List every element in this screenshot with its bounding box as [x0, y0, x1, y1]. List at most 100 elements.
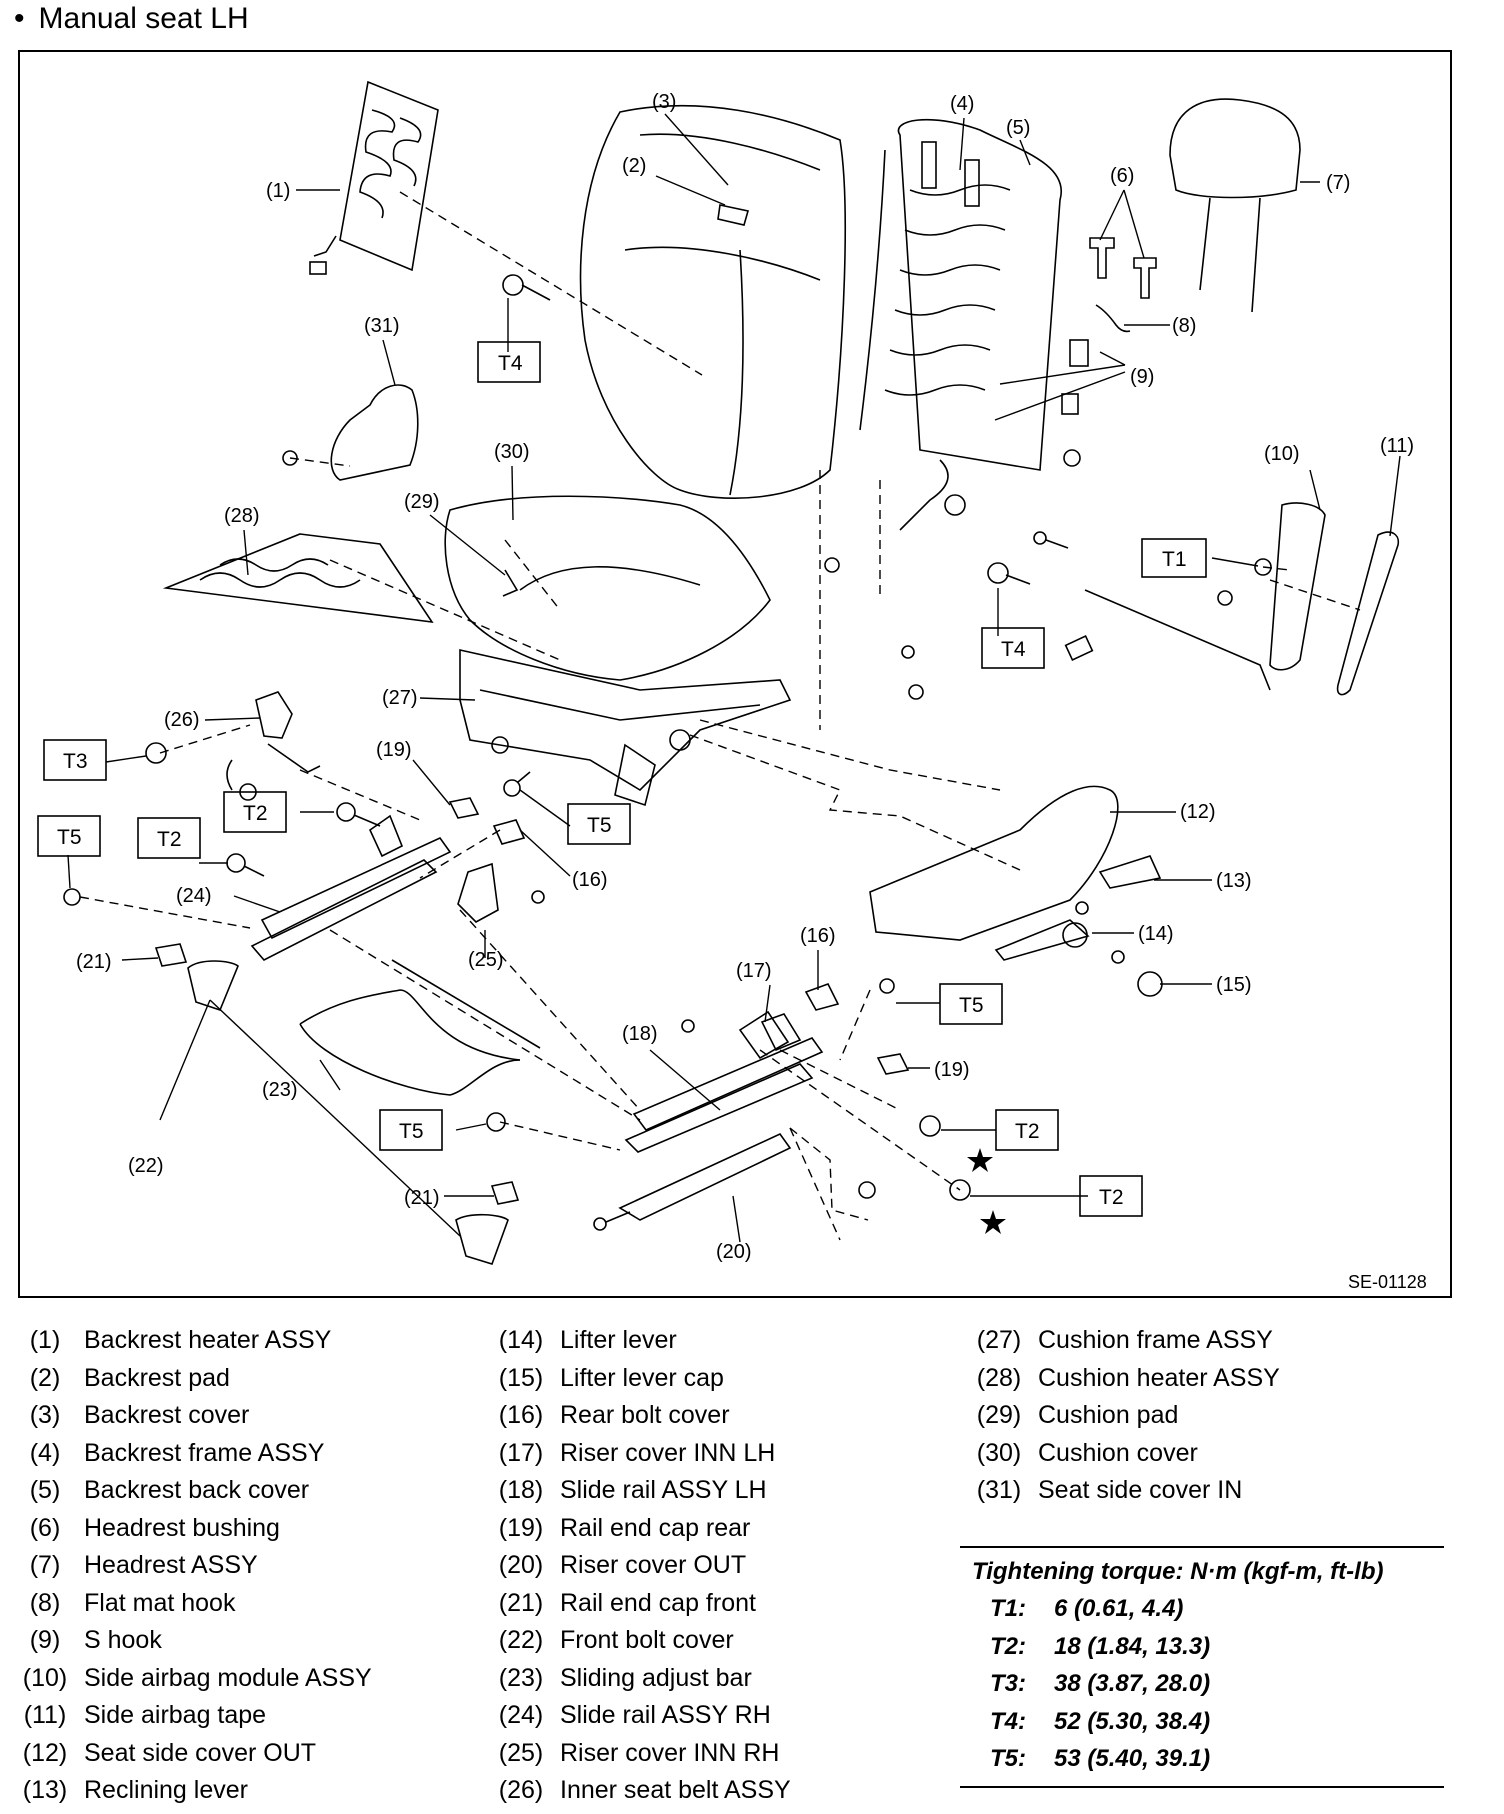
legend-name: Slide rail ASSY RH: [560, 1701, 771, 1729]
torque-row: T2:18 (1.84, 13.3): [960, 1628, 1444, 1666]
callout-29: (29): [404, 491, 440, 513]
legend-name: Rear bolt cover: [560, 1401, 730, 1429]
legend-num: (17): [498, 1438, 544, 1467]
torque-heading: Tightening torque: N·m (kgf-m, ft-lb): [972, 1558, 1384, 1585]
callout-19b: (19): [934, 1059, 970, 1081]
side-airbag-module: [1269, 502, 1326, 671]
torque-box-t2a: T2: [243, 802, 268, 825]
legend-num: (26): [498, 1776, 544, 1804]
airbag-connector: [1064, 635, 1094, 661]
torque-box-t5d: T5: [399, 1120, 424, 1143]
legend-name: Seat side cover OUT: [84, 1738, 317, 1767]
riser-cover-out: [618, 1132, 792, 1221]
torque-row: T5:53 (5.40, 39.1): [960, 1740, 1444, 1778]
legend-name: Riser cover INN LH: [560, 1438, 776, 1467]
backrest-pad: [579, 104, 846, 499]
legend-num: (15): [498, 1363, 544, 1392]
exploded-diagram: (1) (2) (3) (4) (5) (6) (7) (8) (9) (10)…: [37, 80, 1414, 1265]
torque-value: 53 (5.40, 39.1): [1054, 1745, 1211, 1772]
callout-25: (25): [468, 949, 504, 971]
fasteners: [63, 274, 1272, 1231]
legend-item: (8)Flat mat hook: [14, 1585, 494, 1623]
torque-value: 38 (3.87, 28.0): [1054, 1670, 1211, 1697]
torque-box-t5c: T5: [959, 994, 984, 1017]
legend-num: (24): [498, 1701, 544, 1729]
callout-labels: (1) (2) (3) (4) (5) (6) (7) (8) (9) (10)…: [76, 91, 1414, 1263]
legend-num: (23): [498, 1663, 544, 1692]
slide-rail-rh: [250, 814, 452, 961]
torque-bottom-rule: [960, 1785, 1444, 1788]
legend-item: (25) Riser cover INN RH: [490, 1735, 970, 1773]
legend-name: Slide rail ASSY LH: [560, 1476, 767, 1504]
title-text: Manual seat LH: [38, 2, 249, 35]
callout-9: (9): [1130, 366, 1154, 388]
callout-2: (2): [622, 155, 646, 177]
legend-name: Riser cover INN RH: [560, 1738, 780, 1767]
callout-26: (26): [164, 709, 200, 731]
front-bolt-cover-a: [187, 960, 239, 1011]
reclining-lever: [1098, 855, 1162, 889]
legend-num: (5): [29, 1476, 61, 1504]
torque-top-rule: [960, 1546, 1444, 1548]
legend-item: (12)Seat side cover OUT: [14, 1735, 494, 1773]
legend-num: (3): [29, 1401, 61, 1429]
legend-num: (11): [23, 1701, 67, 1729]
callout-24: (24): [176, 885, 212, 907]
rail-end-cap-front-a: [154, 943, 188, 967]
legend-num: (1): [29, 1326, 61, 1354]
legend-item: (2)Backrest pad: [14, 1360, 494, 1398]
headrest: [1169, 98, 1301, 313]
callout-21b: (21): [404, 1187, 440, 1209]
rear-bolt-cover-b: [804, 983, 840, 1011]
callout-11: (11): [1380, 435, 1414, 457]
legend-num: (16): [498, 1401, 544, 1429]
star-marks: [967, 1148, 1006, 1234]
callout-30: (30): [494, 441, 530, 463]
legend-name: Backrest heater ASSY: [84, 1326, 332, 1354]
legend-name: Backrest cover: [84, 1401, 250, 1429]
legend-item: (14)Lifter lever: [490, 1322, 970, 1360]
legend-num: (6): [29, 1513, 61, 1542]
callout-18: (18): [622, 1023, 658, 1045]
legend-name: Seat side cover IN: [1038, 1476, 1243, 1504]
legend-item: (16) Rear bolt cover: [490, 1397, 970, 1435]
callout-15: (15): [1216, 974, 1252, 996]
leader-lines: [67, 113, 1401, 1243]
callout-23: (23): [262, 1079, 298, 1101]
torque-row: T1:6 (0.61, 4.4): [960, 1590, 1444, 1628]
legend-column-1: (1)Backrest heater ASSY (2)Backrest pad …: [14, 1322, 494, 1810]
sliding-adjust-bar: [299, 959, 541, 1096]
legend-column-3: (27)Cushion frame ASSY (28)Cushion heate…: [968, 1322, 1448, 1510]
callout-21a: (21): [76, 951, 112, 973]
callout-17: (17): [736, 960, 772, 982]
legend-name: Rail end cap rear: [560, 1513, 751, 1542]
torque-box-t4b: T4: [1001, 638, 1026, 661]
torque-box-t1: T1: [1162, 548, 1187, 571]
riser-cover-inn-rh: [457, 862, 499, 923]
legend-column-2: (14)Lifter lever (15)Lifter lever cap (1…: [490, 1322, 970, 1810]
legend-num: (13): [22, 1776, 68, 1804]
callout-3: (3): [652, 91, 676, 113]
legend-name: Side airbag module ASSY: [84, 1663, 372, 1692]
legend-num: (20): [498, 1551, 544, 1579]
legend-item: (23)Sliding adjust bar: [490, 1660, 970, 1698]
legend-item: (11)Side airbag tape: [14, 1697, 494, 1735]
rail-end-cap-rear-b: [876, 1053, 910, 1075]
cushion-frame: [459, 649, 792, 807]
inner-seat-belt: [226, 691, 321, 801]
torque-value: 52 (5.30, 38.4): [1054, 1707, 1211, 1735]
legend-name: Cushion pad: [1038, 1401, 1179, 1429]
legend-name: Front bolt cover: [560, 1626, 734, 1654]
legend-item: (15)Lifter lever cap: [490, 1360, 970, 1398]
legend-item: (1) Backrest heater ASSY: [14, 1322, 494, 1360]
legend-item: (3) Backrest cover: [14, 1397, 494, 1435]
legend-item: (18)Slide rail ASSY LH: [490, 1472, 970, 1510]
legend-item: (20)Riser cover OUT: [490, 1547, 970, 1585]
legend-name: Backrest back cover: [84, 1476, 310, 1504]
seat-side-cover-out: [869, 785, 1119, 941]
legend-item: (21)Rail end cap front: [490, 1585, 970, 1623]
legend-num: (25): [498, 1738, 544, 1767]
legend-item: (31)Seat side cover IN: [968, 1472, 1448, 1510]
legend-num: (28): [976, 1363, 1022, 1392]
legend-item: (29)Cushion pad: [968, 1397, 1448, 1435]
